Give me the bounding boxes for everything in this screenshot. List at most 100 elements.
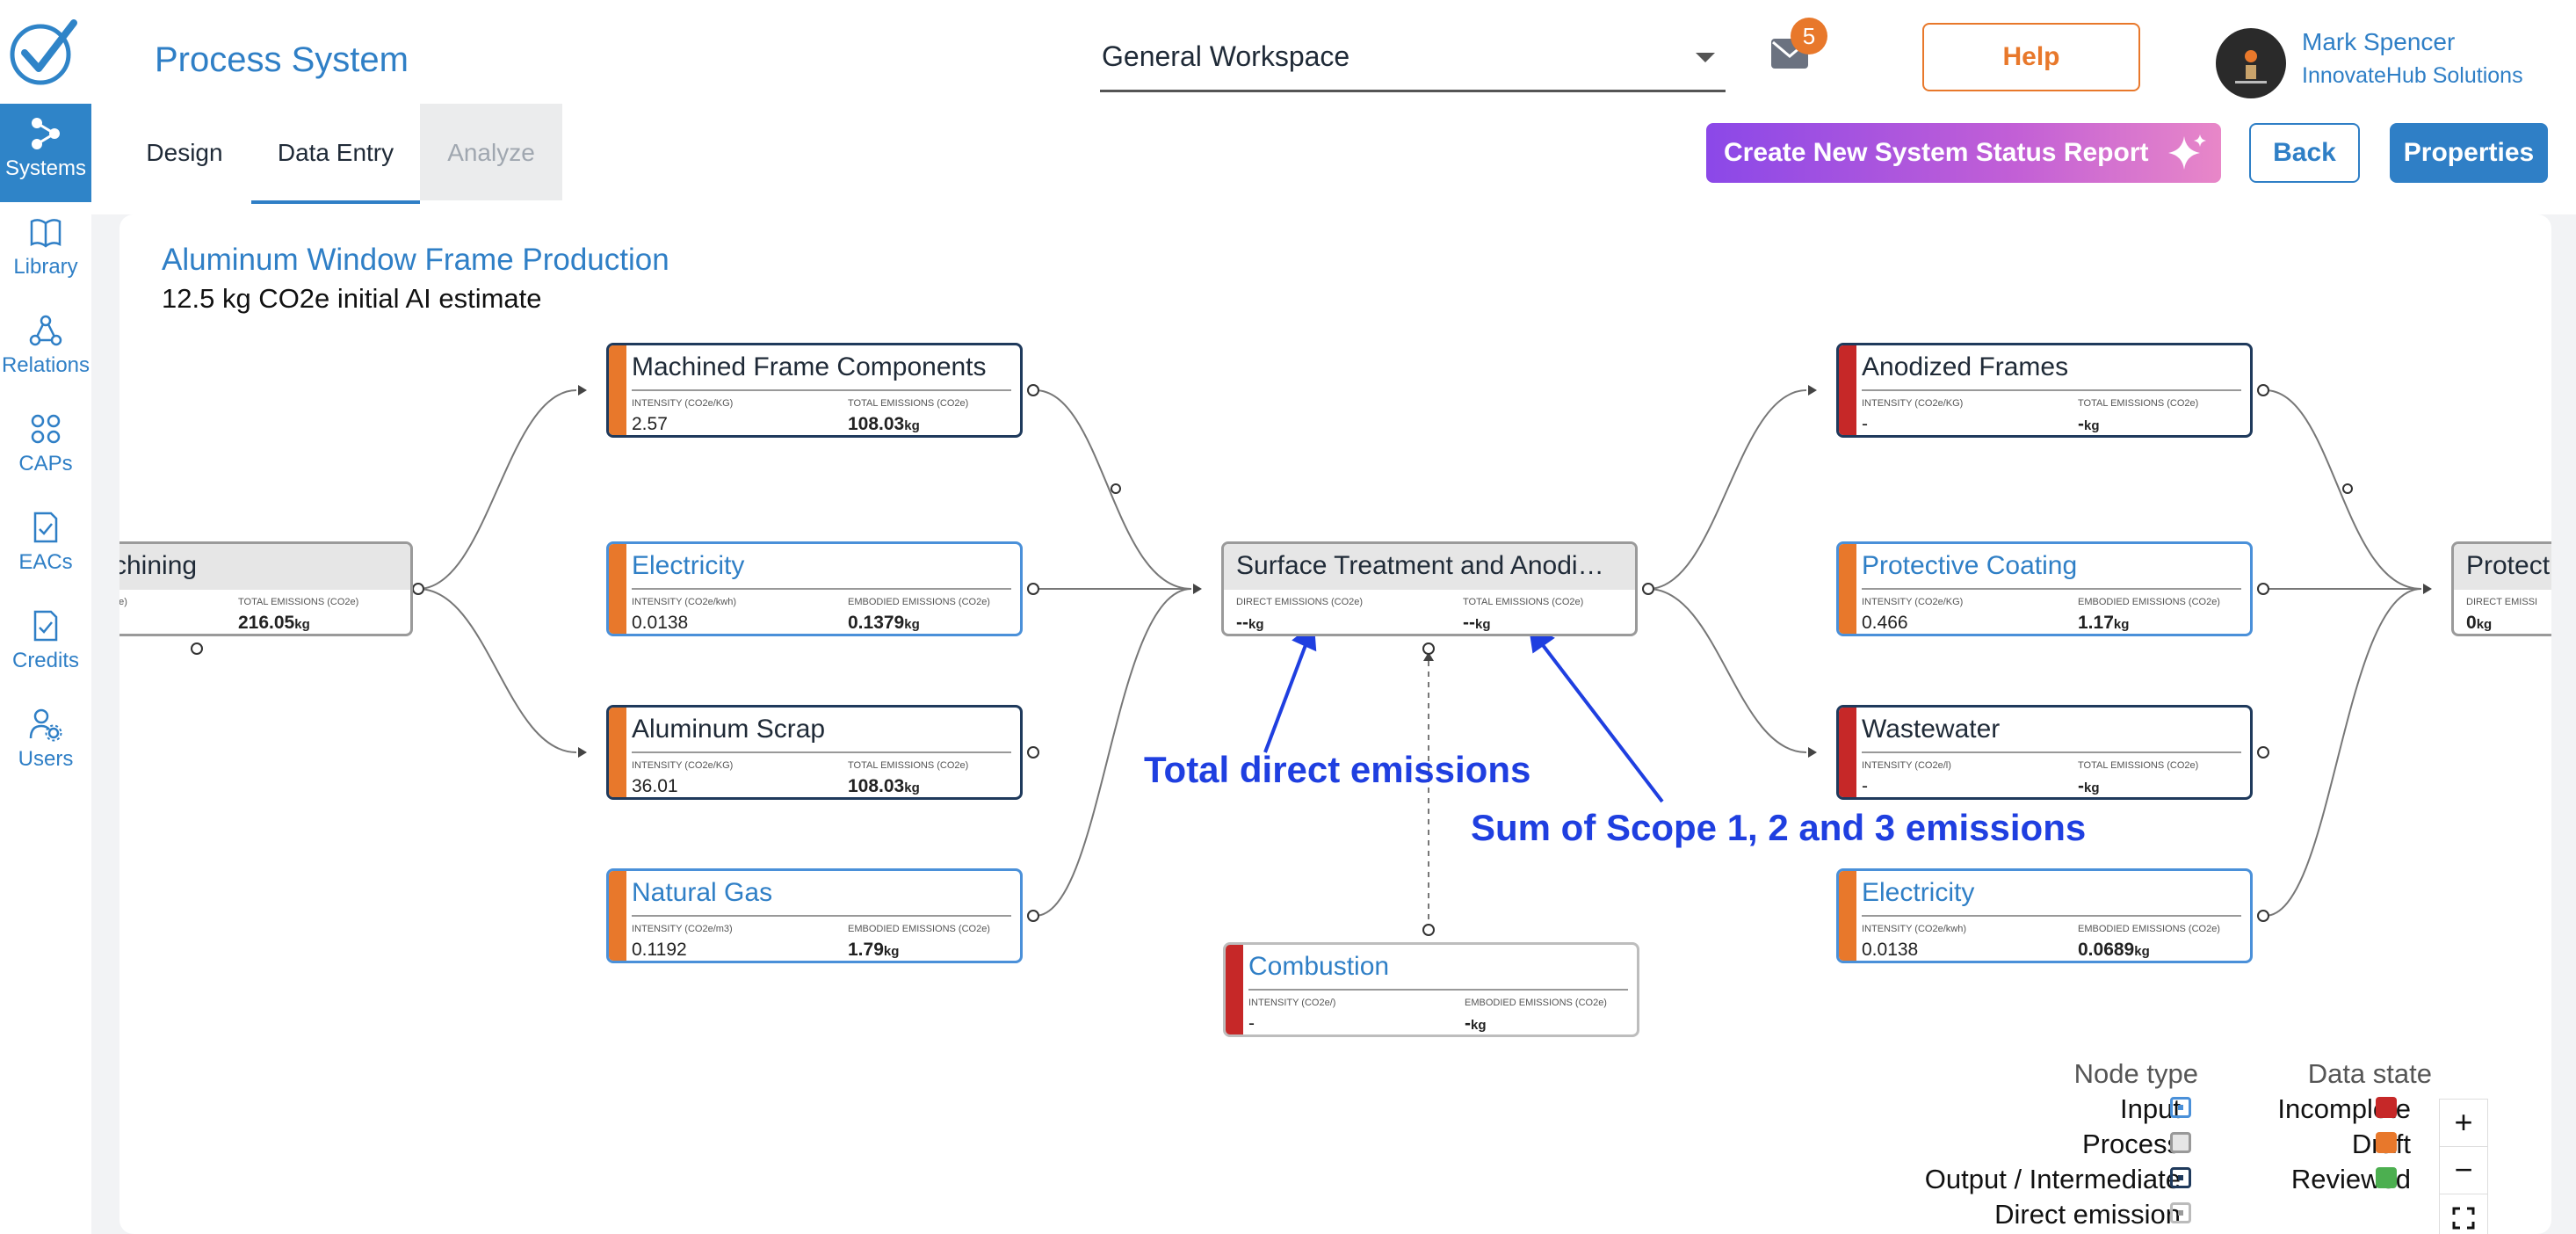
sidebar-item-label: Library [13,255,78,279]
legend-output-swatch [2170,1167,2191,1188]
node-direct-value: -- [1236,613,1248,633]
sidebar-item-label: CAPs [18,452,73,475]
company-logo-icon [2235,50,2267,83]
fit-view-button[interactable] [2439,1194,2488,1234]
node-total-value: 0.1379 [848,613,905,633]
document-check-icon [33,512,58,543]
data-state-incomplete [1839,345,1856,435]
connector-edges [191,384,2432,936]
sidebar-item-library[interactable]: Library [0,202,91,301]
node-intensity-value: 0.1192 [632,940,687,960]
node-total-value: 1.79 [848,940,884,960]
node-total-value: - [2078,414,2084,434]
tab-design[interactable]: Design [146,139,223,166]
process-node-protect[interactable]: Protect DIRECT EMISSI 0kg [2451,541,2551,636]
node-field-label: INTENSITY (CO2e/kwh) [632,597,736,607]
sidebar: Systems Library Relations CAPs EACs [0,0,91,1234]
node-total-value: - [1465,1013,1471,1034]
node-unit: kg [2084,780,2100,795]
data-state-draft [609,708,626,797]
data-state-draft [609,871,626,961]
user-name[interactable]: Mark Spencer [2302,28,2456,55]
node-intensity-value: 0.0138 [1862,940,1919,960]
node-intensity-value: - [1862,776,1868,796]
document-check-icon [33,610,58,642]
output-node-wastewater[interactable]: Wastewater INTENSITY (CO2e/l) TOTAL EMIS… [1836,705,2253,800]
input-node-electricity-2[interactable]: Electricity INTENSITY (CO2e/kwh) EMBODIE… [1836,868,2253,963]
tab-data-entry[interactable]: Data Entry [251,104,420,204]
system-title: Aluminum Window Frame Production [162,243,669,277]
book-icon [30,219,62,248]
node-name: Anodized Frames [1862,352,2069,381]
annotation-scope-emissions: Sum of Scope 1, 2 and 3 emissions [1471,807,2087,848]
sidebar-item-relations[interactable]: Relations [0,301,91,399]
create-report-button[interactable]: Create New System Status Report [1706,123,2221,183]
sidebar-item-users[interactable]: Users [0,694,91,793]
node-field-label: TOTAL EMISSIONS (CO2e) [848,398,969,409]
legend-reviewed-swatch [2376,1167,2397,1188]
sidebar-item-label: Relations [1,353,90,377]
input-node-protective-coating[interactable]: Protective Coating INTENSITY (CO2e/KG) E… [1836,541,2253,636]
workspace-select[interactable]: General Workspace [1100,33,1726,92]
properties-button[interactable]: Properties [2390,123,2548,183]
sidebar-item-eacs[interactable]: EACs [0,497,91,596]
sidebar-item-caps[interactable]: CAPs [0,399,91,497]
legend-node-type-direct: Direct emission [1994,1199,2181,1230]
app-logo-icon[interactable] [7,18,81,92]
workspace-select-value: General Workspace [1102,40,1350,72]
sidebar-item-label: Credits [11,649,80,672]
help-button[interactable]: Help [1922,23,2140,91]
node-direct-value: 0 [2466,613,2477,633]
node-field-label: INTENSITY (CO2e/KG) [1862,398,1964,409]
avatar[interactable] [2216,28,2286,98]
node-field-label: INTENSITY (CO2e/m3) [632,924,733,934]
node-name: Aluminum Scrap [632,715,826,744]
output-node-aluminum-scrap[interactable]: Aluminum Scrap INTENSITY (CO2e/KG) TOTAL… [606,705,1023,800]
data-state-draft [1839,871,1856,961]
node-field-label: INTENSITY (CO2e/kwh) [1862,924,1966,934]
sidebar-item-credits[interactable]: Credits [0,596,91,694]
input-node-natural-gas[interactable]: Natural Gas INTENSITY (CO2e/m3) EMBODIED… [606,868,1023,963]
legend-process-swatch [2170,1132,2191,1153]
process-node-machining[interactable]: chining 2e) TOTAL EMISSIONS (CO2e) 216.0… [119,541,413,636]
relations-icon [29,315,62,346]
user-organization: InnovateHub Solutions [2302,63,2523,88]
output-node-machined-frame-components[interactable]: Machined Frame Components INTENSITY (CO2… [606,343,1023,438]
node-field-label: DIRECT EMISSI [2466,597,2538,607]
node-unit: kg [904,418,920,433]
node-name: Surface Treatment and Anodi… [1236,551,1604,580]
node-unit: kg [1471,1018,1487,1033]
legend-input-swatch [2170,1097,2191,1118]
node-field-label: TOTAL EMISSIONS (CO2e) [848,760,969,771]
users-gear-icon [29,708,62,742]
node-name: Wastewater [1862,715,2001,744]
node-intensity-value: 0.466 [1862,613,1908,633]
node-name: Electricity [632,551,745,580]
node-total-value: 1.17 [2078,613,2114,633]
zoom-in-button[interactable]: + [2439,1099,2488,1148]
legend-node-type-title: Node type [2073,1058,2198,1089]
node-unit: kg [1475,617,1491,632]
node-unit: kg [883,944,900,959]
back-button[interactable]: Back [2249,123,2360,183]
direct-emission-node-combustion[interactable]: Combustion INTENSITY (CO2e/) EMBODIED EM… [1223,942,1639,1037]
output-node-anodized-frames[interactable]: Anodized Frames INTENSITY (CO2e/KG) TOTA… [1836,343,2253,438]
create-report-label: Create New System Status Report [1724,138,2149,167]
node-unit: kg [294,617,310,632]
node-name: Protective Coating [1862,551,2078,580]
sidebar-item-systems[interactable]: Systems [0,104,91,202]
sparkle-icon [2168,134,2206,170]
chevron-down-icon [1696,53,1715,62]
node-field-label: EMBODIED EMISSIONS (CO2e) [2078,597,2220,607]
node-field-label: TOTAL EMISSIONS (CO2e) [238,597,359,607]
tab-analyze[interactable]: Analyze [420,104,562,200]
legend-node-type-process: Process [2082,1129,2181,1159]
page-title: Process System [155,40,409,79]
node-field-label: EMBODIED EMISSIONS (CO2e) [1465,998,1607,1008]
process-node-surface-treatment[interactable]: Surface Treatment and Anodi… DIRECT EMIS… [1221,541,1638,636]
process-canvas[interactable]: Aluminum Window Frame Production 12.5 kg… [119,214,2551,1234]
node-unit: kg [2113,617,2130,632]
zoom-out-button[interactable]: − [2439,1146,2488,1195]
node-name: Protect [2466,551,2551,580]
input-node-electricity[interactable]: Electricity INTENSITY (CO2e/kwh) EMBODIE… [606,541,1023,636]
